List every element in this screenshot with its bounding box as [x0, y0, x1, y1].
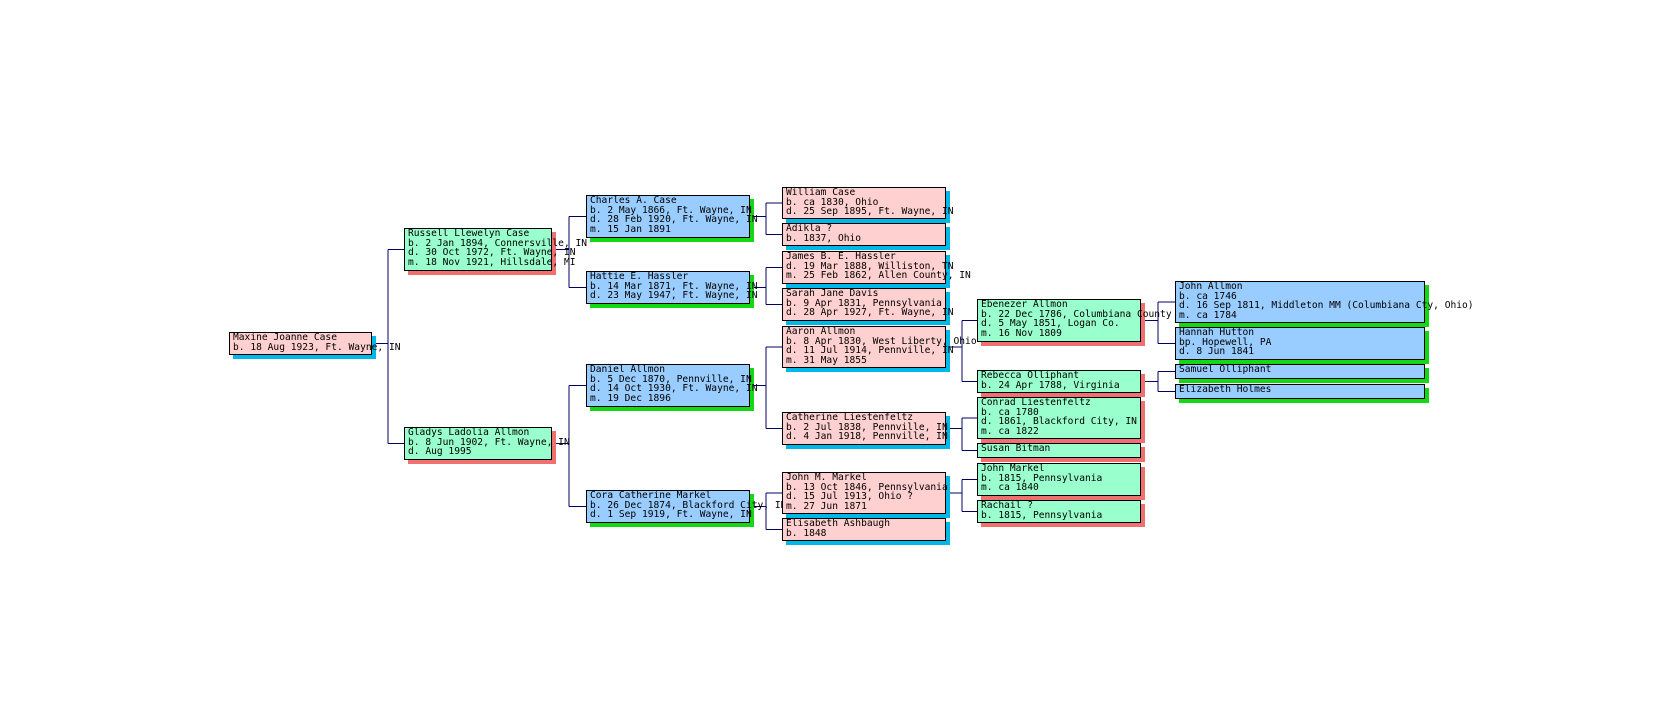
person-name: Daniel Allmon [590, 364, 666, 375]
person-detail: b. 5 Dec 1870, Pennville, IN [590, 373, 752, 385]
person-detail: d. 1 Sep 1919, Ft. Wayne, IN [590, 509, 752, 520]
person-detail: b. ca 1780 [981, 406, 1039, 418]
person-name: Gladys Ladolia Allmon [408, 427, 530, 438]
person-detail: m. 16 Nov 1809 [981, 327, 1062, 339]
person-name: John M. Markel [786, 472, 867, 483]
person-name: Susan Bitman [981, 443, 1051, 454]
person-name: Cora Catherine Markel [590, 490, 712, 501]
person-detail: d. 16 Sep 1811, Middleton MM (Columbiana… [1179, 300, 1474, 311]
person-detail: d. 19 Mar 1888, Williston, TN [786, 260, 954, 272]
person-susan[interactable]: Susan Bitman [977, 443, 1141, 458]
person-detail: m. 25 Feb 1862, Allen County, IN [786, 270, 971, 281]
person-detail: m. 27 Jun 1871 [786, 500, 867, 512]
person-detail: b. 1815, Pennsylvania [981, 472, 1103, 484]
person-name: Russell Llewelyn Case [408, 228, 530, 239]
person-detail: b. ca 1746 [1179, 290, 1237, 302]
person-detail: b. 8 Jun 1902, Ft. Wayne, IN [408, 436, 570, 448]
person-detail: d. 28 Feb 1920, Ft. Wayne, IN [590, 214, 758, 225]
person-detail: d. 28 Apr 1927, Ft. Wayne, IN [786, 307, 954, 318]
person-detail: d. 4 Jan 1918, Pennville, IN [786, 431, 948, 442]
person-detail: b. 8 Apr 1830, West Liberty, Ohio [786, 335, 977, 347]
person-detail: b. 1848 [786, 527, 827, 539]
person-detail: b. 1815, Pennsylvania [981, 509, 1103, 521]
person-detail: d. 8 Jun 1841 [1179, 346, 1255, 357]
person-name: Rebecca Olliphant [981, 370, 1080, 381]
person-detail: d. 11 Jul 1914, Pennville, IN [786, 345, 954, 356]
person-detail: m. 19 Dec 1896 [590, 392, 671, 404]
person-detail: m. 18 Nov 1921, Hillsdale, MI [408, 256, 576, 268]
person-name: James B. E. Hassler [786, 251, 896, 262]
person-detail: m. ca 1784 [1179, 309, 1237, 321]
person-detail: b. 2 Jul 1838, Pennville, IN [786, 421, 948, 433]
person-detail: d. 5 May 1851, Logan Co. [981, 318, 1120, 329]
person-detail: d. 14 Oct 1930, Ft. Wayne, IN [590, 383, 758, 394]
person-detail: b. 9 Apr 1831, Pennsylvania [786, 297, 942, 309]
person-detail: b. 22 Dec 1786, Columbiana County [981, 308, 1172, 320]
person-detail: b. ca 1830, Ohio [786, 196, 879, 208]
person-name: Aaron Allmon [786, 326, 856, 337]
person-detail: m. 15 Jan 1891 [590, 223, 671, 235]
person-detail: b. 24 Apr 1788, Virginia [981, 379, 1120, 391]
person-name: Conrad Liestenfeltz [981, 397, 1091, 408]
person-detail: d. 15 Jul 1913, Ohio ? [786, 491, 914, 502]
person-detail: d. 25 Sep 1895, Ft. Wayne, IN [786, 206, 954, 217]
person-name: Samuel Olliphant [1179, 364, 1272, 375]
person-detail: b. 2 May 1866, Ft. Wayne, IN [590, 204, 752, 216]
person-detail: d. 1861, Blackford City, IN [981, 416, 1137, 427]
person-name: Maxine Joanne Case [233, 332, 337, 343]
person-detail: m. 31 May 1855 [786, 354, 867, 366]
person-detail: b. 14 Mar 1871, Ft. Wayne, IN [590, 280, 758, 292]
person-name: Ebenezer Allmon [981, 299, 1068, 310]
person-name: William Case [786, 187, 856, 198]
person-elizabeth[interactable]: Elizabeth Holmes [1175, 384, 1425, 399]
person-detail: m. ca 1840 [981, 482, 1039, 493]
person-name: Elisabeth Ashbaugh [786, 518, 890, 529]
person-detail: b. 13 Oct 1846, Pennsylvania [786, 481, 948, 493]
person-detail: d. 30 Oct 1972, Ft. Wayne, IN [408, 247, 576, 258]
person-name: Rachail ? [981, 500, 1033, 511]
person-name: Adikla ? [786, 223, 833, 234]
person-detail: b. 2 Jan 1894, Connersville, IN [408, 237, 588, 249]
person-rachail[interactable]: Rachail ?b. 1815, Pennsylvania [977, 500, 1141, 523]
person-name: John Markel [981, 463, 1045, 474]
person-detail: b. 18 Aug 1923, Ft. Wayne, IN [233, 341, 401, 353]
person-detail: d. Aug 1995 [408, 446, 472, 457]
person-name: Sarah Jane Davis [786, 288, 879, 299]
person-detail: bp. Hopewell, PA [1179, 336, 1272, 348]
person-name: Charles A. Case [590, 195, 677, 206]
person-samuel[interactable]: Samuel Olliphant [1175, 364, 1425, 379]
person-name: Hattie E. Hassler [590, 271, 689, 282]
person-adikla[interactable]: Adikla ?b. 1837, Ohio [782, 223, 946, 246]
person-detail: b. 26 Dec 1874, Blackford City, IN [590, 499, 787, 511]
person-detail: b. 1837, Ohio [786, 232, 862, 244]
person-detail: m. ca 1822 [981, 425, 1039, 437]
person-name: Hannah Hutton [1179, 327, 1255, 338]
person-detail: d. 23 May 1947, Ft. Wayne, IN [590, 290, 758, 301]
person-name: John Allmon [1179, 281, 1243, 292]
person-name: Elizabeth Holmes [1179, 384, 1272, 395]
person-name: Catherine Liestenfeltz [786, 412, 914, 423]
